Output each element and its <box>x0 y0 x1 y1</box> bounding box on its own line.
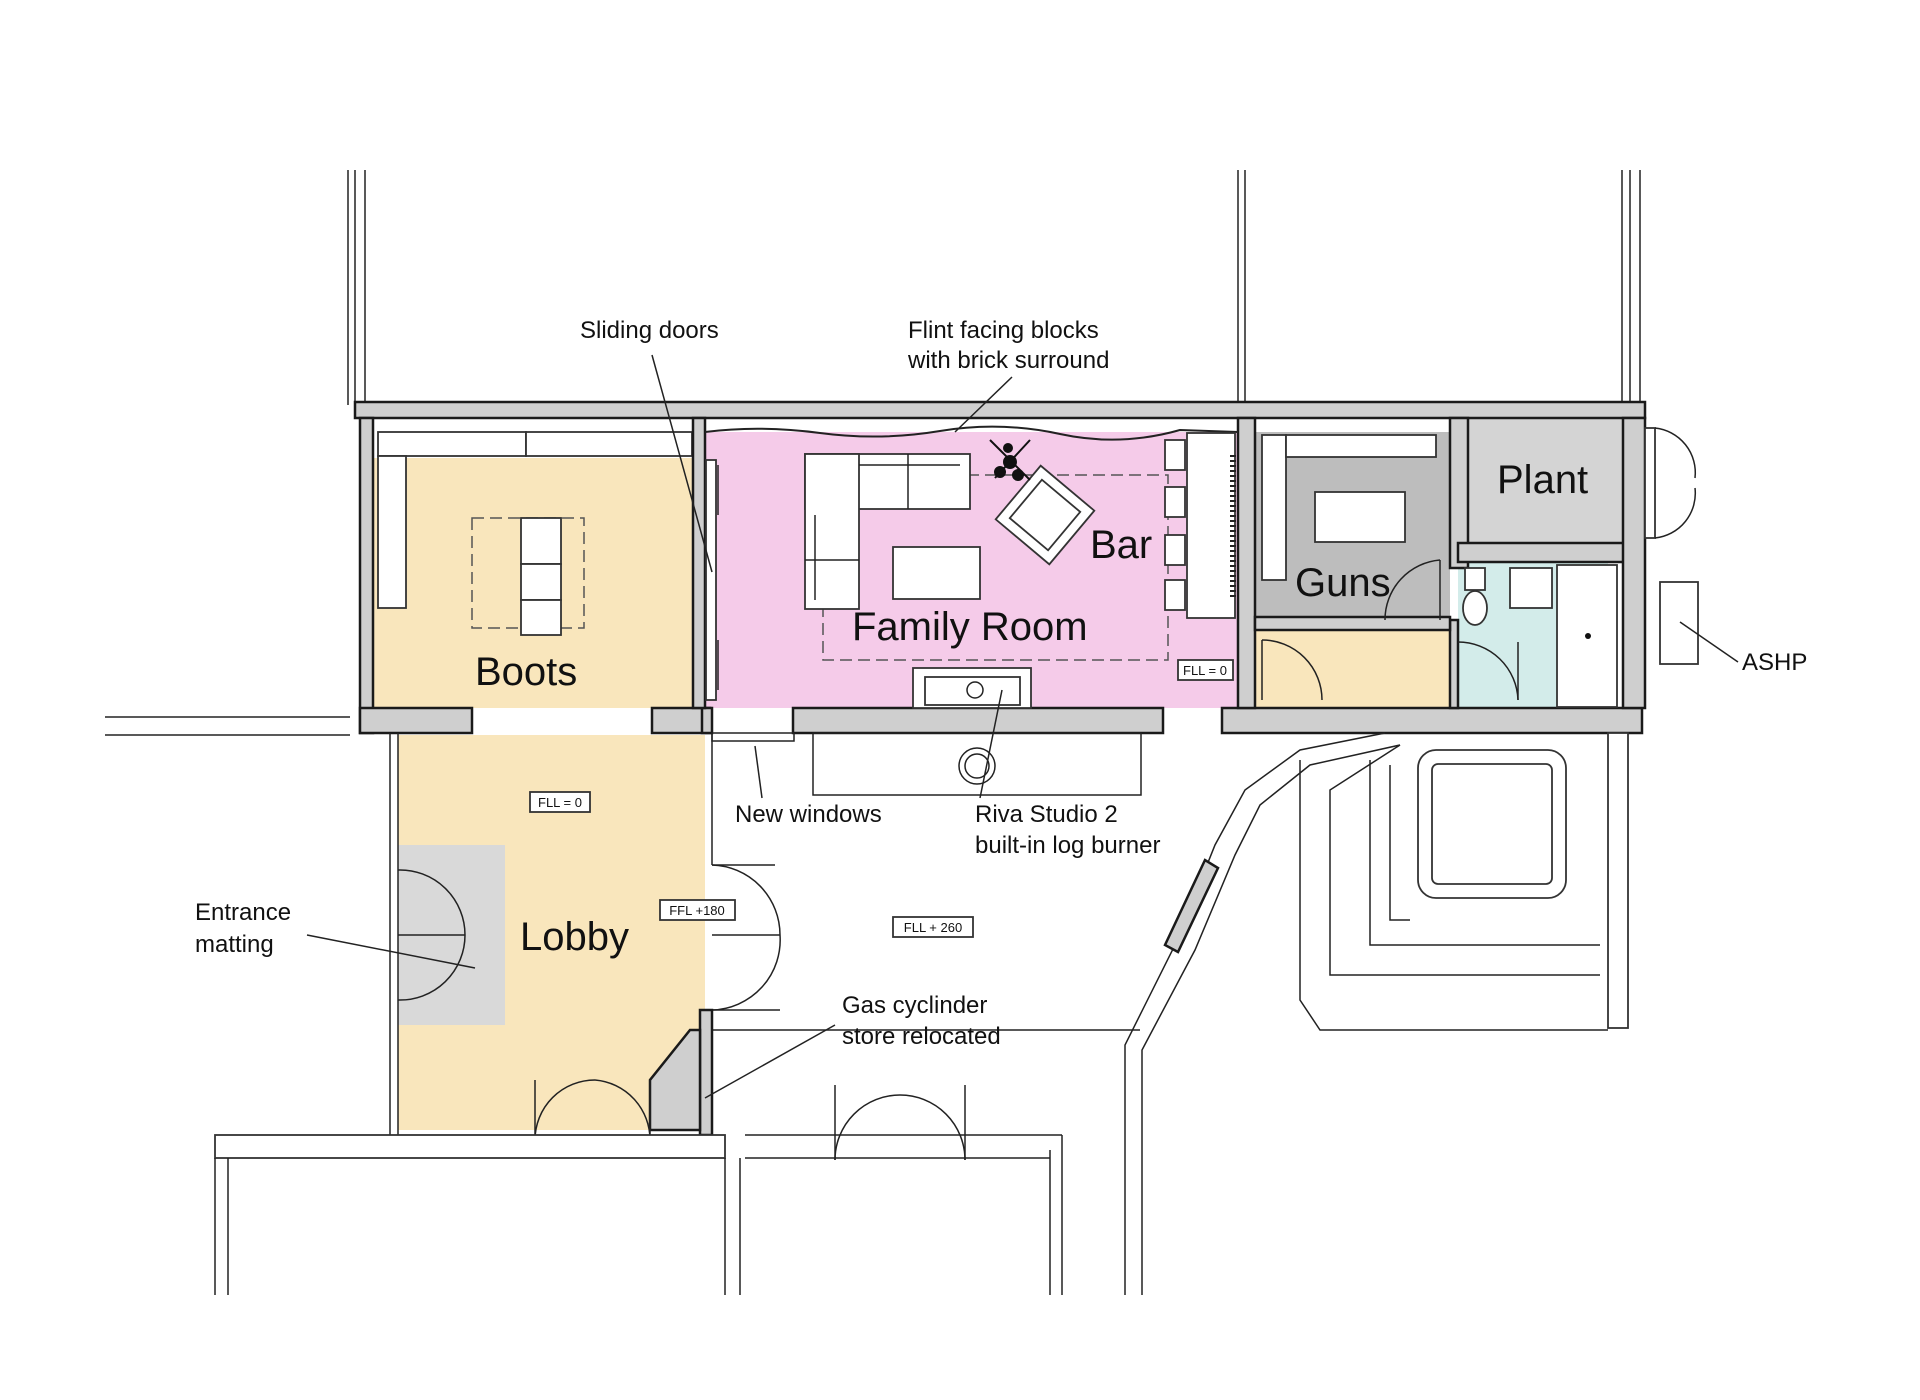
site-lines <box>105 170 1641 736</box>
plant-doors <box>1644 427 1699 665</box>
note-riva-line1: Riva Studio 2 <box>975 801 1118 828</box>
note-new-windows: New windows <box>735 801 882 828</box>
note-riva-line2: built-in log burner <box>975 832 1160 859</box>
room-label-bar: Bar <box>1090 523 1152 567</box>
ashp-unit <box>1659 581 1699 665</box>
plant-fill <box>1468 418 1623 543</box>
note-sliding-doors: Sliding doors <box>580 317 719 344</box>
guns-corridor-fill <box>1255 630 1450 708</box>
bathroom-fixtures <box>1457 564 1618 708</box>
note-gas-line1: Gas cyclinder <box>842 992 987 1019</box>
room-labels: Boots Family Room Bar Guns Plant Lobby <box>475 458 1588 959</box>
annotations: Sliding doors Flint facing blocks with b… <box>195 317 1807 1099</box>
room-fills <box>373 418 1623 1130</box>
note-entrance-line1: Entrance <box>195 899 291 926</box>
room-label-boots: Boots <box>475 650 577 694</box>
boots-furniture <box>471 517 585 636</box>
room-label-lobby: Lobby <box>520 915 629 959</box>
family-room-furniture <box>704 425 1239 709</box>
note-ashp: ASHP <box>1742 649 1807 676</box>
level-tag-courtyard: FLL + 260 <box>904 920 962 935</box>
note-flint-line1: Flint facing blocks <box>908 317 1099 344</box>
courtyard <box>214 732 1608 1295</box>
walls <box>353 400 1647 1029</box>
room-label-plant: Plant <box>1497 458 1588 502</box>
guns-furniture <box>1261 434 1441 701</box>
level-tag-boots-lobby: FLL = 0 <box>538 795 582 810</box>
level-tag-family-room: FLL = 0 <box>1183 663 1227 678</box>
note-flint-line2: with brick surround <box>907 347 1109 374</box>
note-entrance-line2: matting <box>195 931 274 958</box>
room-label-guns: Guns <box>1295 561 1391 605</box>
room-label-family-room: Family Room <box>852 605 1088 649</box>
level-tags: FLL = 0 FLL = 0 FFL +180 FLL + 260 <box>529 663 1227 938</box>
level-tag-lobby-side: FFL +180 <box>669 903 725 918</box>
note-gas-line2: store relocated <box>842 1023 1001 1050</box>
